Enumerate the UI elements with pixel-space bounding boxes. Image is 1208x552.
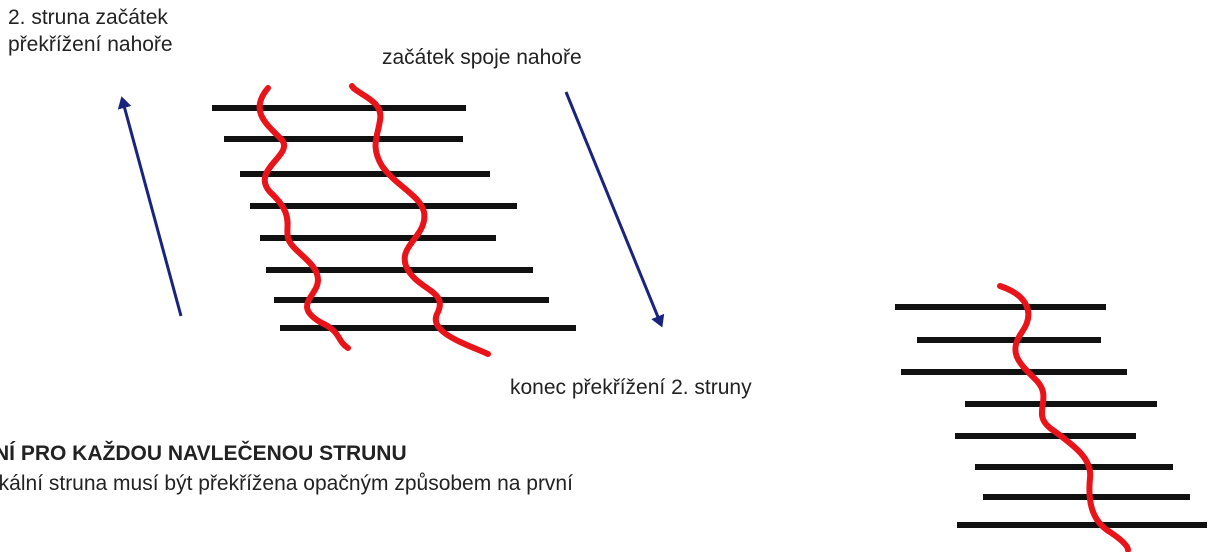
vertical-string — [997, 283, 1131, 552]
start-crossing-label-line1: 2. struna začátek — [8, 6, 168, 29]
instruction-heading: NÍ PRO KAŽDOU NAVLEČENOU STRUNU — [0, 442, 407, 465]
left-horizontal-strings — [212, 105, 576, 331]
arrow-down-right — [564, 91, 665, 328]
end-crossing-label: konec překřížení 2. struny — [510, 376, 752, 399]
arrows — [117, 91, 665, 328]
left-vertical-strings — [256, 83, 491, 357]
start-joint-label: začátek spoje nahoře — [382, 46, 582, 69]
right-vertical-strings — [997, 283, 1131, 552]
arrow-up-left — [117, 96, 183, 317]
start-crossing-label-line2: překřížení nahoře — [8, 33, 173, 56]
right-horizontal-strings — [895, 304, 1207, 528]
vertical-string-1 — [256, 85, 351, 351]
vertical-string-2 — [349, 83, 491, 357]
instruction-text: ikální struna musí být překřížena opačný… — [0, 472, 573, 495]
start-crossing-label: 2. struna začátek překřížení nahoře — [8, 4, 173, 58]
